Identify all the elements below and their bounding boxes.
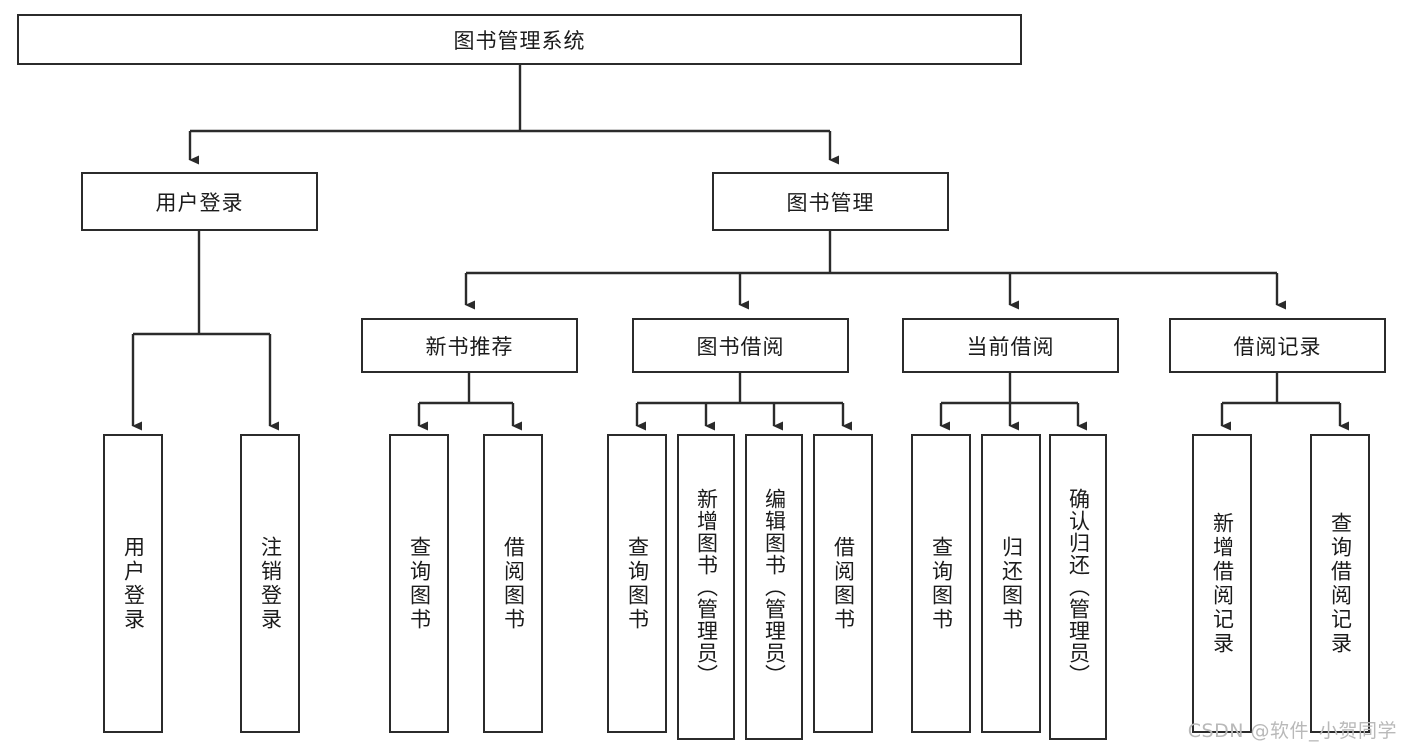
- node-label: 用户登录: [155, 190, 244, 215]
- node-label: 查询借阅记录: [1328, 511, 1353, 656]
- leaf-logout[interactable]: 注销登录: [240, 434, 300, 733]
- leaf-borrow-book-recommend[interactable]: 借阅图书: [483, 434, 543, 733]
- node-book-management[interactable]: 图书管理: [712, 172, 949, 231]
- leaf-query-book-recommend[interactable]: 查询图书: [389, 434, 449, 733]
- node-label: 借阅记录: [1233, 334, 1322, 359]
- node-borrow-records[interactable]: 借阅记录: [1169, 318, 1386, 373]
- node-label: 注销登录: [258, 535, 283, 632]
- leaf-user-login[interactable]: 用户登录: [103, 434, 163, 733]
- node-label: 当前借阅: [966, 334, 1055, 359]
- leaf-query-book-borrow[interactable]: 查询图书: [607, 434, 667, 733]
- node-label: 借阅图书: [831, 535, 856, 632]
- leaf-query-book-current[interactable]: 查询图书: [911, 434, 971, 733]
- leaf-add-borrow-record[interactable]: 新增借阅记录: [1192, 434, 1252, 733]
- node-label: 归还图书: [999, 535, 1024, 632]
- node-root-system[interactable]: 图书管理系统: [17, 14, 1022, 65]
- node-label: 查询图书: [625, 535, 650, 632]
- node-current-borrow[interactable]: 当前借阅: [902, 318, 1119, 373]
- node-label: 确认归还（管理员）: [1066, 488, 1091, 686]
- node-label: 查询图书: [407, 535, 432, 632]
- node-label: 图书管理系统: [453, 28, 586, 53]
- node-book-borrow[interactable]: 图书借阅: [632, 318, 849, 373]
- node-label: 编辑图书（管理员）: [762, 488, 787, 686]
- leaf-return-book[interactable]: 归还图书: [981, 434, 1041, 733]
- csdn-watermark: CSDN @软件_小贺同学: [1187, 720, 1397, 742]
- leaf-borrow-book[interactable]: 借阅图书: [813, 434, 873, 733]
- node-label: 用户登录: [121, 535, 146, 632]
- leaf-edit-book-admin[interactable]: 编辑图书（管理员）: [745, 434, 803, 740]
- node-new-book-recommend[interactable]: 新书推荐: [361, 318, 578, 373]
- node-label: 新增图书（管理员）: [694, 488, 719, 686]
- node-label: 借阅图书: [501, 535, 526, 632]
- node-user-login[interactable]: 用户登录: [81, 172, 318, 231]
- leaf-add-book-admin[interactable]: 新增图书（管理员）: [677, 434, 735, 740]
- leaf-confirm-return-admin[interactable]: 确认归还（管理员）: [1049, 434, 1107, 740]
- node-label: 新书推荐: [425, 334, 514, 359]
- node-label: 图书管理: [786, 190, 875, 215]
- node-label: 查询图书: [929, 535, 954, 632]
- node-label: 图书借阅: [696, 334, 785, 359]
- node-label: 新增借阅记录: [1210, 511, 1235, 656]
- leaf-query-borrow-record[interactable]: 查询借阅记录: [1310, 434, 1370, 733]
